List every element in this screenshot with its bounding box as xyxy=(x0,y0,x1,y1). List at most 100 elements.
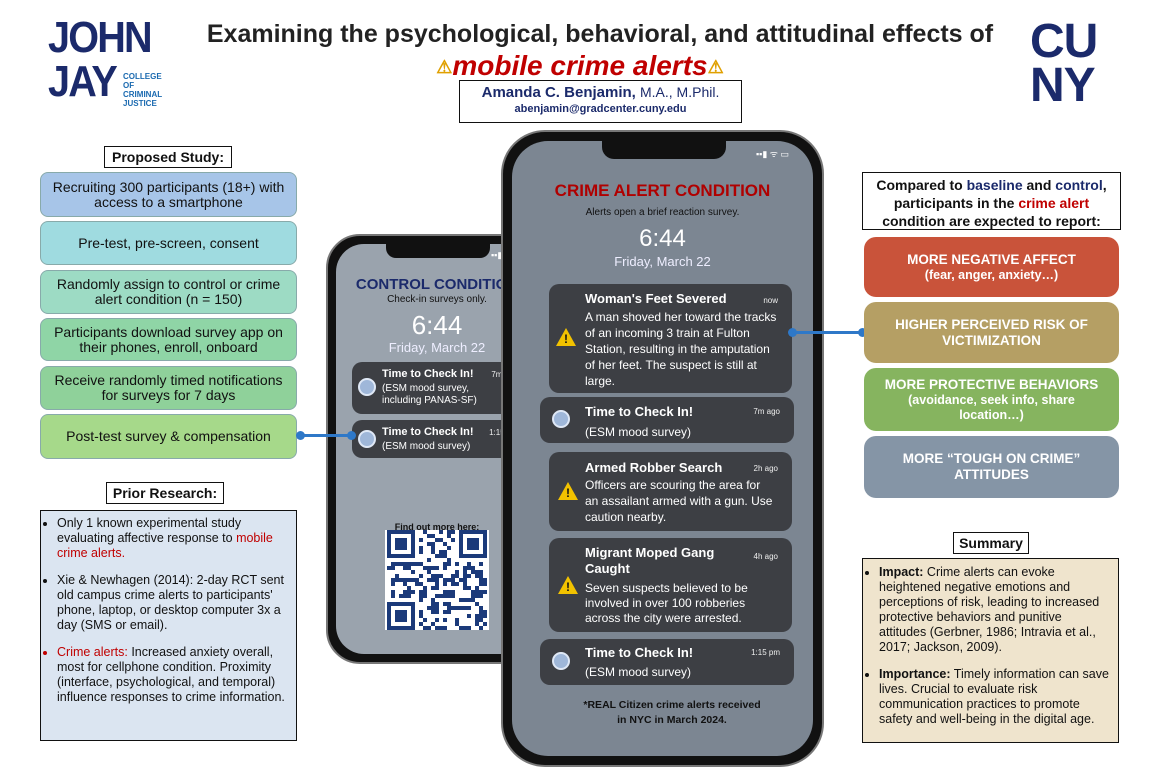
notification-time: 7m ago xyxy=(753,407,780,416)
summary-heading: Summary xyxy=(953,532,1029,554)
study-step: Post-test survey & compensation xyxy=(40,414,297,459)
warning-icon xyxy=(558,576,578,594)
warning-icon xyxy=(556,328,576,346)
summary-item: Importance: Timely information can save … xyxy=(879,667,1112,727)
crime-alert-card[interactable]: Armed Robber Search 2h ago Officers are … xyxy=(549,452,792,531)
lightbulb-head-icon xyxy=(358,378,376,396)
logo-john: JOHN xyxy=(48,13,153,62)
outcomes-intro-box: Compared to baseline and control, partic… xyxy=(862,172,1121,230)
notification-time: 1:15 pm xyxy=(751,648,780,657)
notification-body: (ESM mood survey, including PANAS-SF) xyxy=(382,383,477,406)
alert-time: 4h ago xyxy=(753,552,778,561)
outcome-perceived-risk: HIGHER PERCEIVED RISK OF VICTIMIZATION xyxy=(864,302,1119,363)
connector-line xyxy=(792,331,864,334)
intro-crime-alert: crime alert xyxy=(1018,195,1090,211)
prior-research-box: Only 1 known experimental study evaluati… xyxy=(40,510,297,741)
notification-card[interactable]: Time to Check In! 1:15 pm (ESM mood surv… xyxy=(352,420,524,458)
study-step: Pre-test, pre-screen, consent xyxy=(40,221,297,265)
summary-box: Impact: Crime alerts can evoke heightene… xyxy=(862,558,1119,743)
lightbulb-head-icon xyxy=(358,430,376,448)
title-line-1: Examining the psychological, behavioral,… xyxy=(206,20,994,48)
notification-body: (ESM mood survey) xyxy=(382,441,471,452)
notification-title: Time to Check In! xyxy=(585,645,694,660)
alert-time: now xyxy=(763,296,778,305)
notification-title: Time to Check In! xyxy=(585,404,694,419)
intro-text: Compared to xyxy=(876,177,967,193)
crime-condition-subtitle: Alerts open a brief reaction survey. xyxy=(585,207,740,218)
author-box: Amanda C. Benjamin, M.A., M.Phil. abenja… xyxy=(459,80,742,123)
prior-text-highlight: Crime alerts: xyxy=(57,645,128,659)
summary-label: Importance: xyxy=(879,667,951,681)
connector-dot xyxy=(788,328,797,337)
author-email[interactable]: abenjamin@gradcenter.cuny.edu xyxy=(514,103,687,115)
lock-date: Friday, March 22 xyxy=(614,254,711,269)
prior-text: Only 1 known experimental study evaluati… xyxy=(57,516,242,545)
summary-text: Timely information can save lives. Cruci… xyxy=(879,667,1109,726)
alert-body: Seven suspects believed to be involved i… xyxy=(585,581,748,625)
intro-text: , participants in the xyxy=(893,177,1107,211)
prior-item: Only 1 known experimental study evaluati… xyxy=(57,516,290,561)
logo-cu: CU xyxy=(1030,15,1098,68)
connector-dot xyxy=(858,328,867,337)
warning-icon: ⚠ xyxy=(436,57,453,78)
notification-card[interactable]: Time to Check In! 1:15 pm (ESM mood surv… xyxy=(540,639,794,685)
connector-line xyxy=(300,434,350,437)
notification-card[interactable]: Time to Check In! 7m ago (ESM mood surve… xyxy=(540,397,794,443)
study-step: Randomly assign to control or crime aler… xyxy=(40,270,297,314)
summary-text: Crime alerts can evoke heightened negati… xyxy=(879,565,1100,654)
connector-dot xyxy=(296,431,305,440)
alert-title: Armed Robber Search xyxy=(585,460,723,475)
proposed-study-heading: Proposed Study: xyxy=(104,146,232,168)
prior-text: Increased anxiety overall, most for cell… xyxy=(57,645,285,704)
title-mobile-crime-alerts: mobile crime alerts xyxy=(452,50,708,81)
study-step: Recruiting 300 participants (18+) with a… xyxy=(40,172,297,217)
warning-icon xyxy=(558,482,578,500)
warning-icon: ⚠ xyxy=(707,57,724,78)
title-line-2: ⚠mobile crime alerts⚠ xyxy=(380,50,780,82)
qr-code[interactable] xyxy=(385,530,489,630)
crime-alert-card[interactable]: Woman's Feet Severed now A man shoved he… xyxy=(549,284,792,393)
author-line: Amanda C. Benjamin, M.A., M.Phil. xyxy=(460,84,741,101)
lock-date: Friday, March 22 xyxy=(388,340,486,355)
study-step: Receive randomly timed notifications for… xyxy=(40,366,297,410)
summary-item: Impact: Crime alerts can evoke heightene… xyxy=(879,565,1112,655)
prior-item: Xie & Newhagen (2014): 2-day RCT sent ol… xyxy=(57,573,290,633)
crime-condition-title: CRIME ALERT CONDITION xyxy=(554,181,771,200)
crime-alert-phone: ▪▪▮ ᯤ ▭ CRIME ALERT CONDITION Alerts ope… xyxy=(501,130,824,767)
outcome-title: MORE “TOUGH ON CRIME” ATTITUDES xyxy=(902,451,1081,482)
prior-text: Xie & Newhagen (2014): 2-day RCT sent ol… xyxy=(57,573,284,632)
study-step: Participants download survey app on thei… xyxy=(40,318,297,361)
alert-body: A man shoved her toward the tracks of an… xyxy=(585,310,777,388)
lightbulb-head-icon xyxy=(552,652,570,670)
crime-alert-card[interactable]: Migrant Moped Gang Caught 4h ago Seven s… xyxy=(549,538,792,632)
connector-dot xyxy=(347,431,356,440)
crime-alert-phone-screen: ▪▪▮ ᯤ ▭ CRIME ALERT CONDITION Alerts ope… xyxy=(512,141,813,756)
logo-college-text: COLLEGE OF CRIMINAL JUSTICE xyxy=(123,72,163,108)
intro-text: condition are expected to report: xyxy=(882,213,1101,229)
alert-time: 2h ago xyxy=(753,464,778,473)
alert-title: Migrant Moped Gang Caught xyxy=(585,545,715,576)
author-degrees: M.A., M.Phil. xyxy=(640,84,720,100)
author-name: Amanda C. Benjamin, xyxy=(481,84,636,101)
control-condition-title: CONTROL CONDITION xyxy=(355,276,519,293)
cuny-logo: CU NY xyxy=(1030,15,1120,112)
alert-title: Woman's Feet Severed xyxy=(585,291,727,306)
outcome-protective-behaviors: MORE PROTECTIVE BEHAVIORS (avoidance, se… xyxy=(864,368,1119,431)
notification-title: Time to Check In! xyxy=(382,426,474,438)
footnote: *REAL Citizen crime alerts received in N… xyxy=(583,699,761,726)
lightbulb-head-icon xyxy=(552,410,570,428)
intro-control: control xyxy=(1055,177,1103,193)
prior-item: Crime alerts: Increased anxiety overall,… xyxy=(57,645,290,705)
notification-title: Time to Check In! xyxy=(382,368,474,380)
lock-time: 6:44 xyxy=(411,310,463,340)
qr-label: Find out more here: xyxy=(394,522,480,532)
john-jay-logo: JOHN JAY COLLEGE OF CRIMINAL JUSTICE xyxy=(48,13,168,110)
outcome-subtitle: (avoidance, seek info, share location…) xyxy=(908,392,1075,422)
intro-text: and xyxy=(1022,177,1056,193)
notification-card[interactable]: Time to Check In! 7m ago (ESM mood surve… xyxy=(352,362,524,414)
outcome-tough-on-crime: MORE “TOUGH ON CRIME” ATTITUDES xyxy=(864,436,1119,498)
control-condition-subtitle: Check-in surveys only. xyxy=(387,294,487,305)
outcome-subtitle: (fear, anger, anxiety…) xyxy=(924,267,1059,282)
lock-time: 6:44 xyxy=(639,225,686,252)
phone-notch xyxy=(386,244,490,258)
